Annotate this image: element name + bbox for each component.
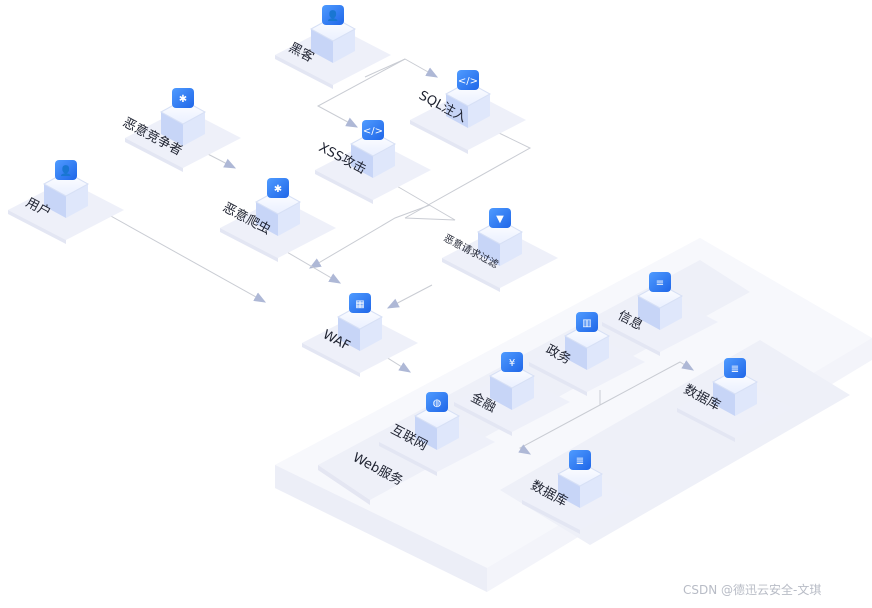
globe-icon-glyph: ◍ <box>433 398 442 409</box>
node-waf: ▦WAF <box>302 293 418 377</box>
node-sql-injection: </>SQL注入 <box>410 70 526 154</box>
node-malicious-request-filter: ▼恶意请求过滤 <box>442 208 558 292</box>
user-icon-glyph: 👤 <box>60 164 72 177</box>
doc-icon-glyph: ≡ <box>656 278 664 289</box>
filter-icon-glyph: ▼ <box>496 214 504 225</box>
node-malicious-crawler: ✱恶意爬虫 <box>220 178 336 262</box>
node-xss-attack: </>XSS攻击 <box>315 120 431 204</box>
node-malicious-competitor: ✱恶意竞争者 <box>120 88 241 172</box>
wall-icon-glyph: ▦ <box>355 299 364 310</box>
db-icon-glyph: ≣ <box>576 456 584 467</box>
edge-filter-waf <box>388 285 432 308</box>
bank-icon-glyph: ▥ <box>582 318 591 329</box>
coin-icon-glyph: ¥ <box>509 358 515 369</box>
user-icon-glyph: 👤 <box>327 9 339 22</box>
db-icon-glyph: ≣ <box>731 364 739 375</box>
watermark: CSDN @德迅云安全-文琪 <box>683 582 821 597</box>
code-icon-glyph: </> <box>458 76 478 87</box>
node-user: 👤用户 <box>8 160 124 244</box>
code-icon-glyph: </> <box>363 126 383 137</box>
edge-crawler-waf <box>280 248 340 283</box>
bug-icon-glyph: ✱ <box>179 94 187 105</box>
bug-icon-glyph: ✱ <box>274 184 282 195</box>
